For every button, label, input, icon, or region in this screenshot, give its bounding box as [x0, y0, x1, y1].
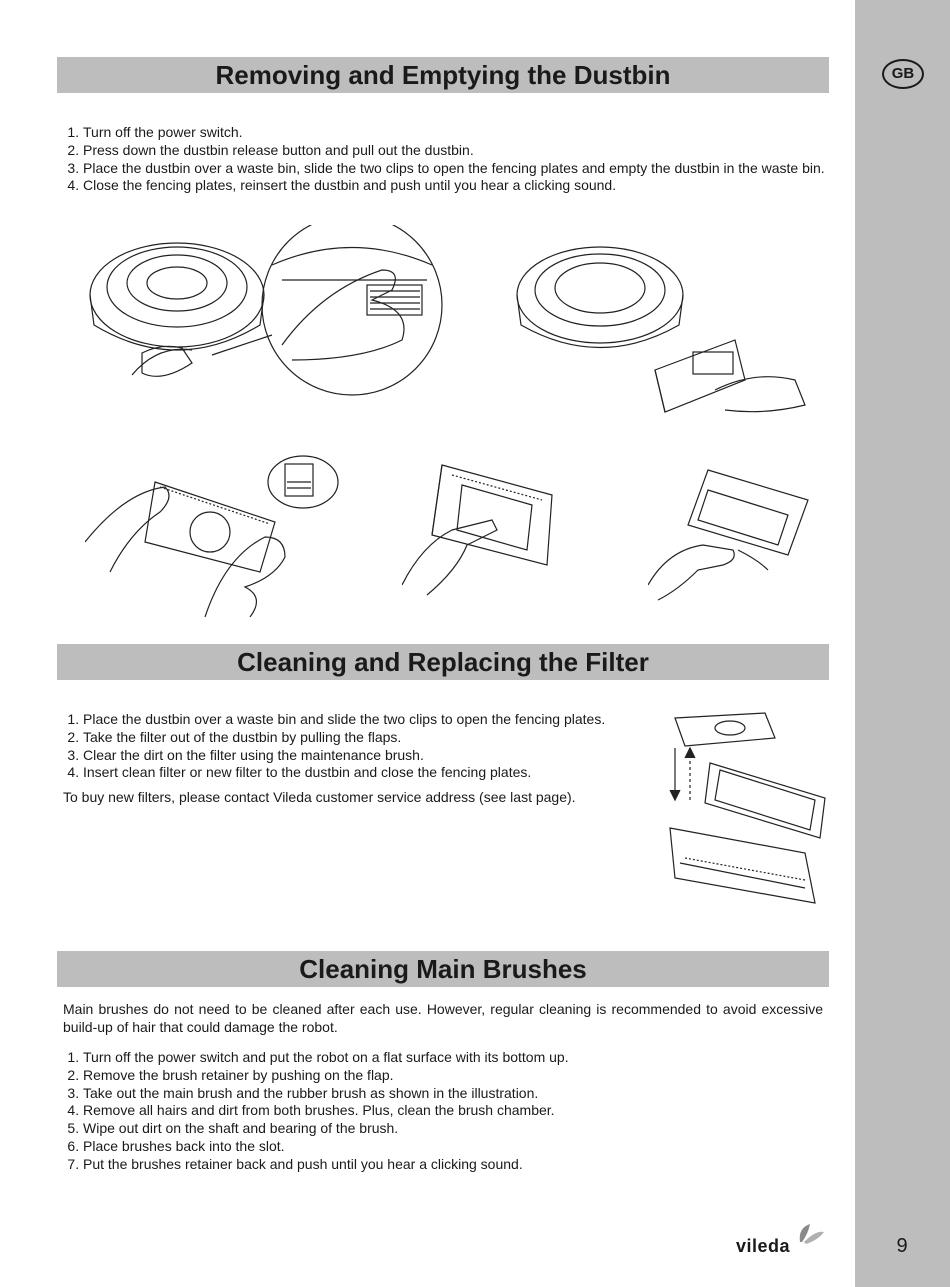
list-item: Take out the main brush and the rubber b… [83, 1085, 843, 1103]
vileda-logo: vileda [736, 1222, 828, 1258]
butterfly-icon [799, 1224, 824, 1244]
list-item: Remove the brush retainer by pushing on … [83, 1067, 843, 1085]
brushes-steps: Turn off the power switch and put the ro… [63, 1049, 843, 1174]
dustbin-steps: Turn off the power switch. Press down th… [63, 124, 843, 195]
logo-text: vileda [736, 1236, 791, 1256]
list-item: Press down the dustbin release button an… [83, 142, 843, 160]
list-item: Close the fencing plates, reinsert the d… [83, 177, 843, 195]
section-title-filter: Cleaning and Replacing the Filter [57, 644, 829, 680]
side-bar [855, 0, 950, 1287]
section-title-dustbin: Removing and Emptying the Dustbin [57, 57, 829, 93]
robot-release-illustration [82, 225, 452, 400]
list-item: Place the dustbin over a waste bin, slid… [83, 160, 843, 178]
section-title-brushes: Cleaning Main Brushes [57, 951, 829, 987]
brush-dustbin-illustration [402, 455, 562, 600]
filter-exploded-illustration [665, 708, 830, 913]
list-item: Clear the dirt on the filter using the m… [83, 747, 683, 765]
list-item: Turn off the power switch. [83, 124, 843, 142]
list-item: Put the brushes retainer back and push u… [83, 1156, 843, 1174]
list-item: Insert clean filter or new filter to the… [83, 764, 683, 782]
open-fencing-illustration [85, 452, 345, 617]
language-badge: GB [882, 59, 924, 89]
brushes-intro: Main brushes do not need to be cleaned a… [63, 1001, 823, 1035]
list-item: Place brushes back into the slot. [83, 1138, 843, 1156]
dustbin-pulled-illustration [515, 240, 815, 415]
filter-steps: Place the dustbin over a waste bin and s… [63, 711, 683, 782]
list-item: Remove all hairs and dirt from both brus… [83, 1102, 843, 1120]
empty-dustbin-illustration [648, 465, 813, 605]
page-number: 9 [896, 1235, 908, 1257]
list-item: Turn off the power switch and put the ro… [83, 1049, 843, 1067]
filter-note: To buy new filters, please contact Viled… [63, 789, 576, 805]
list-item: Place the dustbin over a waste bin and s… [83, 711, 683, 729]
list-item: Take the filter out of the dustbin by pu… [83, 729, 683, 747]
list-item: Wipe out dirt on the shaft and bearing o… [83, 1120, 843, 1138]
